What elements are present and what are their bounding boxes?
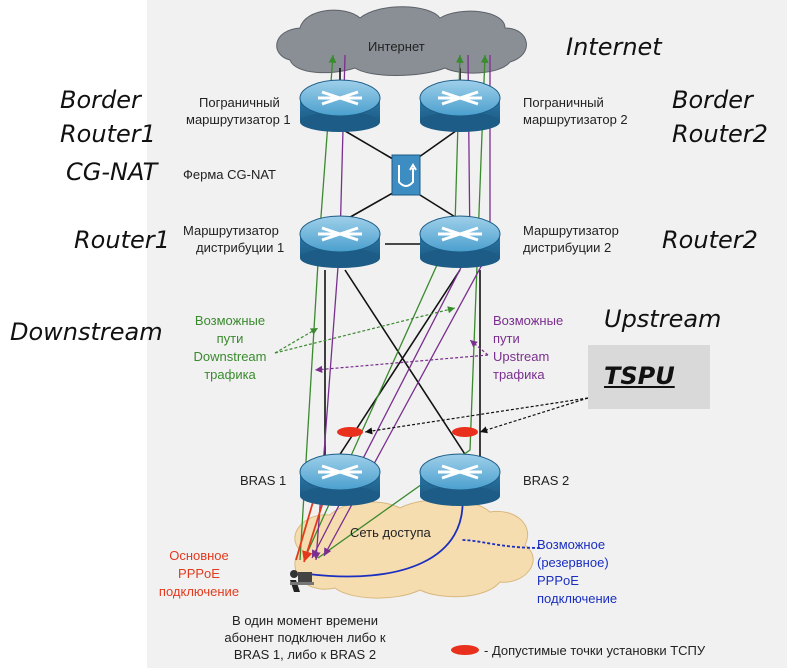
border-router2-label-line1: Border: [672, 86, 753, 114]
internet-label-en: Internet: [566, 33, 662, 61]
cg-nat-farm-label: Ферма CG-NAT: [183, 167, 276, 182]
backup-connection-path: [307, 491, 541, 578]
border-router1-ru-line1: Пограничный: [199, 95, 280, 110]
tspu-label: TSPU: [604, 362, 675, 390]
tspu-point-icon: [337, 427, 363, 437]
tspu-point-icon: [452, 427, 478, 437]
border-router2-ru-line1: Пограничный: [523, 95, 604, 110]
internet-label-ru: Интернет: [368, 39, 425, 54]
access-network-label: Сеть доступа: [350, 525, 431, 540]
router-icon: [299, 79, 381, 132]
internet-cloud-icon: [276, 6, 527, 76]
router1-label-en: Router1: [74, 226, 170, 254]
dist-router1-ru-line1: Маршрутизатор: [183, 223, 279, 238]
dist-router1-ru-line2: дистрибуции 1: [196, 240, 285, 255]
router-icon: [419, 453, 501, 506]
border-router1-label-line1: Border: [60, 86, 141, 114]
dist-router2-ru-line1: Маршрутизатор: [523, 223, 619, 238]
dist-router2-ru-line2: дистрибуции 2: [523, 240, 612, 255]
main-pppoe-label: Основное PPPoE подключение: [158, 548, 240, 599]
cg-nat-label-en: CG-NAT: [66, 158, 158, 186]
legend-tspu-point-icon: [451, 645, 479, 655]
router-icon: [299, 215, 381, 268]
upstream-paths-label: Возможные пути Upstream трафика: [493, 313, 564, 382]
tspu-callout-box: [588, 345, 710, 409]
firewall-icon: [391, 154, 421, 196]
legend-label: - Допустимые точки установки ТСПУ: [484, 643, 706, 658]
router-icon: [419, 215, 501, 268]
border-router1-label-line2: Router1: [60, 120, 156, 148]
router2-label-en: Router2: [662, 226, 758, 254]
border-router1-ru-line2: маршрутизатор 1: [186, 112, 291, 127]
downstream-paths-label: Возможные пути Downstream трафика: [193, 313, 267, 382]
label-pointer-arrows: [274, 306, 589, 435]
border-router2-label-line2: Router2: [672, 120, 768, 148]
border-router2-ru-line2: маршрутизатор 2: [523, 112, 628, 127]
backup-pppoe-label: Возможное (резервное) PPPoE подключение: [537, 537, 618, 606]
user-workstation-icon: [290, 570, 314, 592]
bras2-label: BRAS 2: [523, 473, 570, 488]
router-icon: [419, 79, 501, 132]
downstream-label-en: Downstream: [10, 318, 163, 346]
connection-note: В один момент времени абонент подключен …: [224, 613, 386, 662]
router-icon: [299, 453, 381, 506]
upstream-label-en: Upstream: [604, 305, 722, 333]
bras1-label: BRAS 1: [240, 473, 287, 488]
